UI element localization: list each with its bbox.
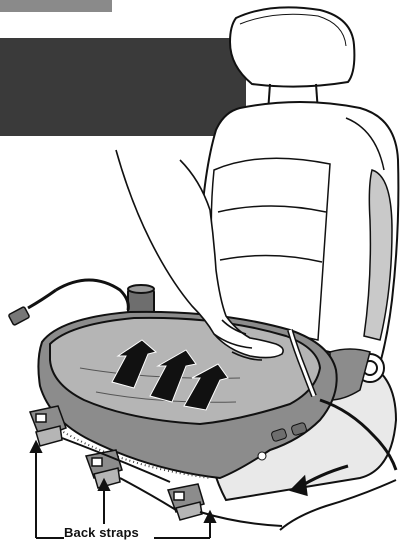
callout-label-box: Back straps: [64, 525, 154, 543]
back-straps-label: Back straps: [64, 525, 139, 540]
